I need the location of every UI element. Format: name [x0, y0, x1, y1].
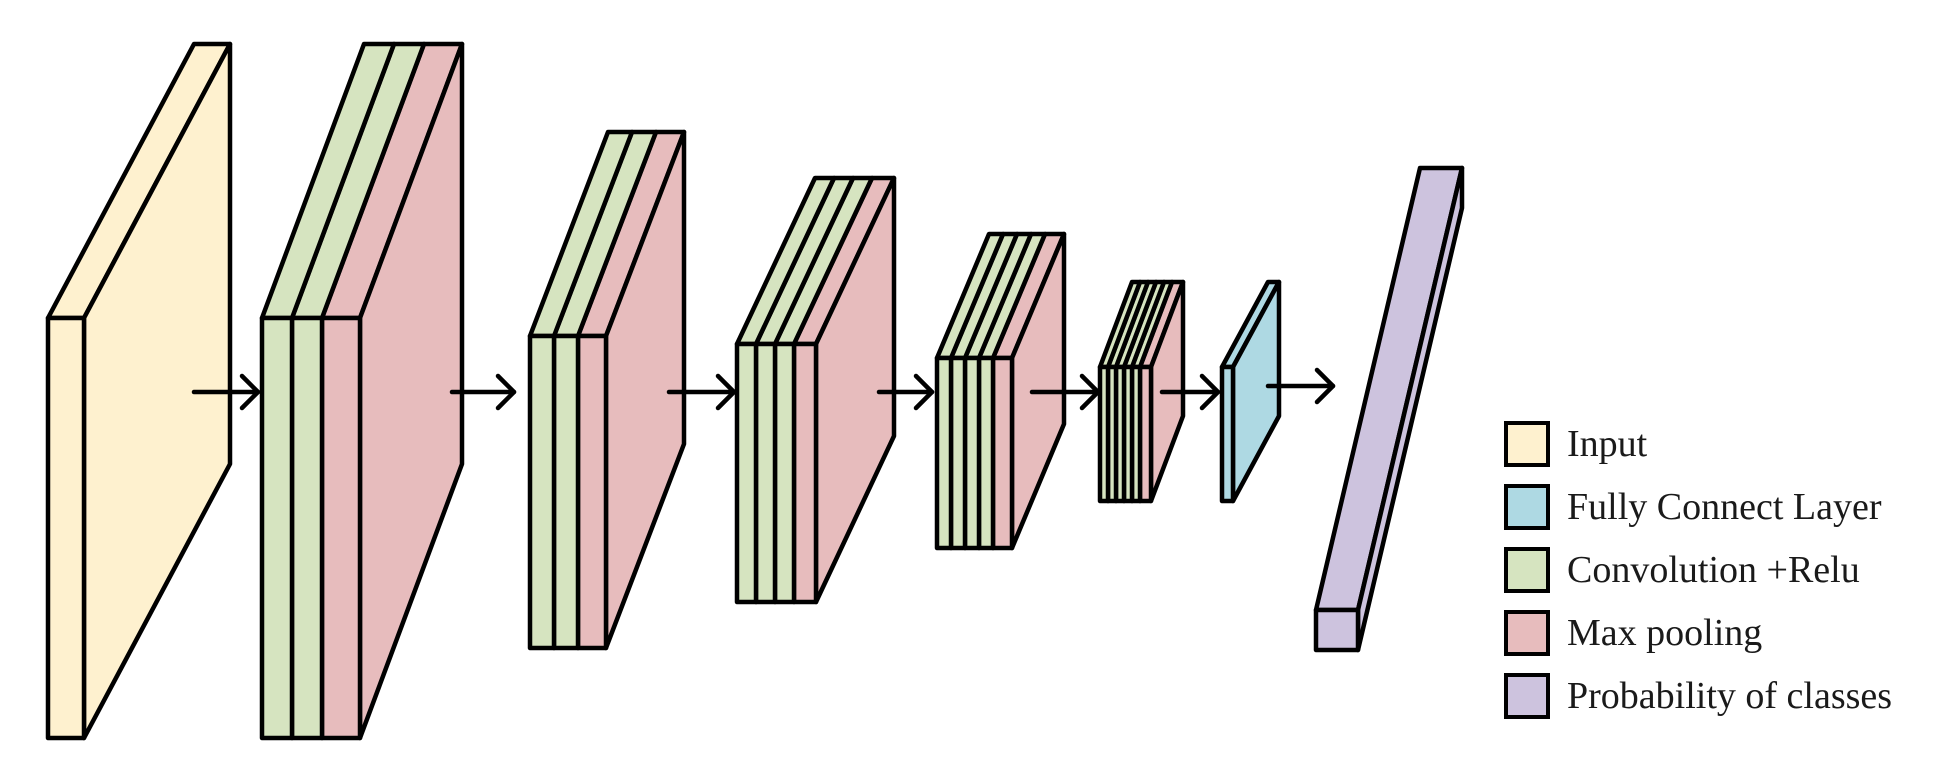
fully-connected-block-front — [1219, 364, 1236, 504]
flow-arrow — [1159, 373, 1221, 411]
legend-item-input: Input — [1504, 421, 1648, 467]
legend-label: Input — [1567, 423, 1648, 465]
legend-swatch — [1504, 610, 1550, 656]
probability-bar-top — [1313, 165, 1465, 613]
legend-item-convolution: Convolution +Relu — [1504, 547, 1860, 593]
probability-bar — [1313, 165, 1465, 653]
input-block — [45, 41, 233, 741]
arrow-head — [913, 373, 935, 411]
conv-slab-front — [527, 333, 557, 651]
legend-item-probability: Probability of classes — [1504, 673, 1892, 719]
arrow-head — [495, 373, 517, 411]
legend-label: Fully Connect Layer — [1567, 486, 1882, 528]
conv-block-2 — [527, 129, 687, 651]
legend-label: Max pooling — [1567, 612, 1762, 654]
conv-block-3 — [734, 175, 897, 605]
legend-swatch — [1504, 421, 1550, 467]
flow-arrow — [876, 373, 935, 411]
legend-label: Probability of classes — [1567, 675, 1892, 717]
conv-slab-front — [1097, 364, 1111, 504]
arrow-head — [715, 373, 737, 411]
conv-slab-front — [259, 315, 295, 741]
flow-arrow — [666, 373, 737, 411]
pooling-front — [319, 315, 363, 741]
network-blocks — [45, 41, 1465, 741]
arrow-head — [1199, 373, 1221, 411]
flow-arrow — [1265, 367, 1336, 405]
conv-slab-front — [734, 341, 759, 605]
arrow-head — [1314, 367, 1336, 405]
legend-swatch — [1504, 673, 1550, 719]
input-block-front — [45, 315, 87, 741]
flow-arrows — [191, 367, 1336, 411]
conv-slab-front — [753, 341, 778, 605]
legend-swatch — [1504, 484, 1550, 530]
conv-slab-front — [551, 333, 581, 651]
pooling-front — [575, 333, 609, 651]
legend-label: Convolution +Relu — [1567, 549, 1860, 591]
probability-bar-front — [1313, 607, 1361, 653]
arrow-head — [239, 373, 261, 411]
legend-swatch — [1504, 547, 1550, 593]
legend-item-fully_connected: Fully Connect Layer — [1504, 484, 1882, 530]
conv-block-1 — [259, 41, 465, 741]
arrow-head — [1079, 373, 1101, 411]
conv-slab-front — [934, 355, 954, 551]
conv-slab-front — [289, 315, 325, 741]
conv-slab-front — [772, 341, 797, 605]
pooling-front — [990, 355, 1015, 551]
flow-arrow — [1029, 373, 1101, 411]
flow-arrow — [191, 373, 261, 411]
fully-connected-block — [1219, 279, 1282, 504]
legend-item-pooling: Max pooling — [1504, 610, 1762, 656]
pooling-front — [791, 341, 819, 605]
flow-arrow — [449, 373, 517, 411]
